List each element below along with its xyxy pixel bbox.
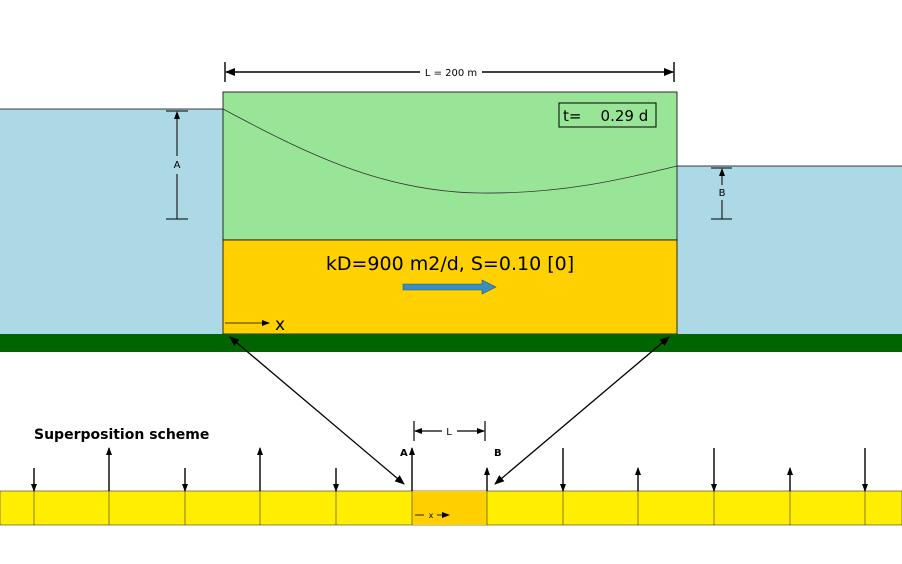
scheme-width-label: L: [446, 427, 452, 438]
scheme-right-label: B: [494, 448, 502, 459]
impermeable-base: [0, 334, 902, 352]
strip-dividers: [33, 491, 866, 525]
head-curve: [222, 108, 678, 194]
scheme-x-label: x: [429, 511, 434, 520]
strip-center-cell: [412, 491, 487, 525]
right-water-body: [677, 166, 902, 334]
head-b-label: B: [719, 188, 726, 199]
flow-direction-arrow: [402, 279, 497, 295]
scheme-left-label: A: [400, 448, 408, 459]
aquifer-params-label: kD=900 m2/d, S=0.10 [0]: [326, 253, 574, 275]
left-water-body: [0, 109, 223, 334]
length-label: L = 200 m: [425, 68, 477, 79]
x-axis-label: x: [275, 315, 285, 335]
time-label: t= 0.29 d: [563, 107, 648, 125]
head-zone: [222, 91, 678, 241]
head-a-label: A: [174, 160, 181, 171]
connector-arrow-right: [494, 336, 670, 485]
scheme-title: Superposition scheme: [34, 427, 209, 443]
connector-arrow-left: [229, 336, 405, 485]
time-box: [558, 102, 657, 128]
